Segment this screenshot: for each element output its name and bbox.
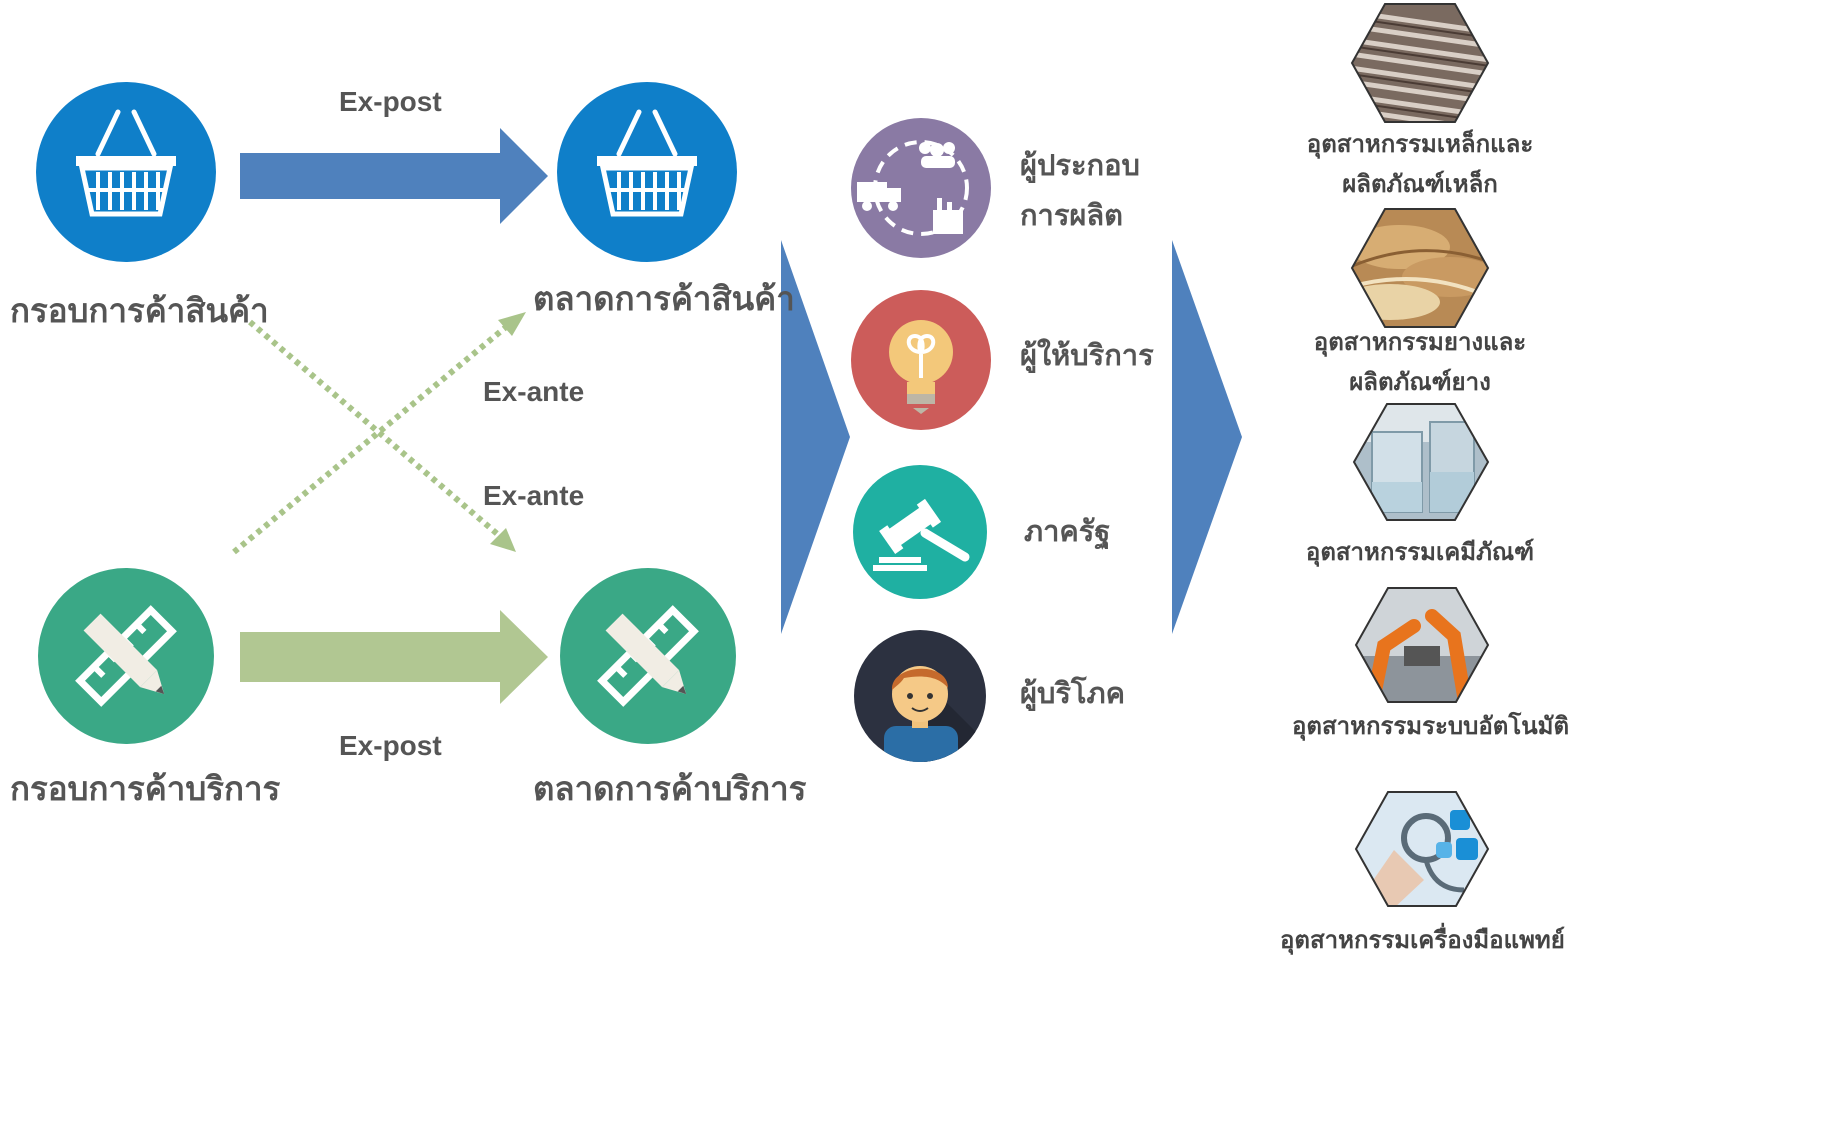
medical-image (1354, 791, 1490, 907)
gavel-icon (873, 498, 970, 571)
person-icon (884, 666, 986, 762)
lightbulb-icon (889, 320, 953, 414)
ex-ante-dotted-arrow-up (232, 319, 514, 555)
goods-framework-circle (36, 82, 216, 262)
role-government-label: ภาครัฐ (1024, 514, 1111, 548)
ex-ante-label-2: Ex-ante (483, 480, 585, 511)
services-framework-label: กรอบการค้าบริการ (10, 769, 281, 808)
producer-circle (851, 118, 991, 258)
role-service-provider-label: ผู้ให้บริการ (1020, 338, 1154, 372)
industry-chemical-label: อุตสาหกรรมเคมีภัณฑ์ (1305, 538, 1535, 566)
ex-ante-label-1: Ex-ante (483, 376, 585, 407)
services-market-circle (560, 568, 736, 744)
rubber-image (1350, 208, 1490, 328)
industry-steel-label: อุตสาหกรรมเหล็กและ ผลิตภัณฑ์เหล็ก (1306, 130, 1534, 198)
consumer-circle (854, 630, 986, 762)
industry-medical-label: อุตสาหกรรมเครื่องมือแพทย์ (1280, 926, 1565, 954)
role-consumer-label: ผู้บริโภค (1020, 676, 1126, 710)
chevron-arrow-2 (1172, 240, 1242, 634)
robotics-image (1354, 587, 1490, 703)
steel-image (1350, 3, 1490, 123)
goods-market-circle (557, 82, 737, 262)
goods-market-label: ตลาดการค้าสินค้า (533, 279, 795, 318)
basket-icon (76, 109, 176, 217)
pencil-ruler-icon (597, 605, 699, 707)
chevron-arrow-1 (781, 240, 850, 634)
pencil-ruler-icon (75, 605, 177, 707)
ex-post-goods-arrow (240, 128, 548, 224)
basket-icon (597, 109, 697, 217)
government-circle (853, 465, 987, 599)
chemical-image (1352, 403, 1490, 521)
ex-post-services-arrow (240, 610, 548, 704)
ex-post-top-label: Ex-post (339, 86, 442, 117)
ex-post-bottom-label: Ex-post (339, 730, 442, 761)
industry-automation-label: อุตสาหกรรมระบบอัตโนมัติ (1292, 712, 1570, 740)
services-framework-circle (38, 568, 214, 744)
production-cycle-icon (857, 140, 969, 236)
service-provider-circle (851, 290, 991, 430)
services-market-label: ตลาดการค้าบริการ (533, 769, 807, 808)
role-producer-label: ผู้ประกอบ การผลิต (1020, 148, 1140, 232)
goods-framework-label: กรอบการค้าสินค้า (10, 291, 269, 330)
industry-rubber-label: อุตสาหกรรมยางและ ผลิตภัณฑ์ยาง (1313, 328, 1527, 396)
